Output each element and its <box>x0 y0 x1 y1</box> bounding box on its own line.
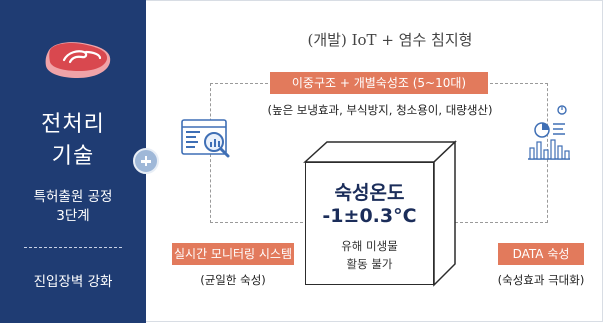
diagram-heading: (개발) IoT + 염수 침지형 <box>307 31 473 49</box>
panel-subtitle-line1: 특허출원 공정 <box>33 189 113 205</box>
label-top: 이중구조 + 개별숙성조 (5~10대) <box>270 72 488 94</box>
cube-outline <box>303 140 457 287</box>
center-title: 숙성온도 <box>334 182 405 204</box>
panel-subtitle-line2: 3단계 <box>56 208 90 224</box>
center-note-line1: 유해 미생물 <box>341 239 398 253</box>
center-note-line2: 활동 불가 <box>346 257 393 271</box>
meat-icon <box>45 42 111 78</box>
panel-title-line2: 기술 <box>51 144 95 169</box>
center-temperature: -1±0.3°C <box>322 205 417 227</box>
plus-icon <box>133 148 159 174</box>
data-chart-icon <box>528 105 570 160</box>
monitor-magnifier-icon <box>181 119 230 158</box>
panel-divider <box>24 247 122 248</box>
cube-front-face <box>305 162 434 285</box>
label-right: DATA 숙성 <box>498 243 584 265</box>
panel-title-line1: 전처리 <box>41 112 105 137</box>
left-panel: 전처리 기술 특허출원 공정 3단계 진입장벽 강화 <box>0 0 146 323</box>
note-top: (높은 보냉효과, 부식방지, 청소용이, 대량생산) <box>267 103 493 117</box>
note-left: (균일한 숙성) <box>200 273 266 287</box>
note-right: (숙성효과 극대화) <box>497 273 585 287</box>
panel-subtitle-line3: 진입장벽 강화 <box>33 274 113 290</box>
label-left: 실시간 모니터링 시스템 <box>172 243 294 265</box>
